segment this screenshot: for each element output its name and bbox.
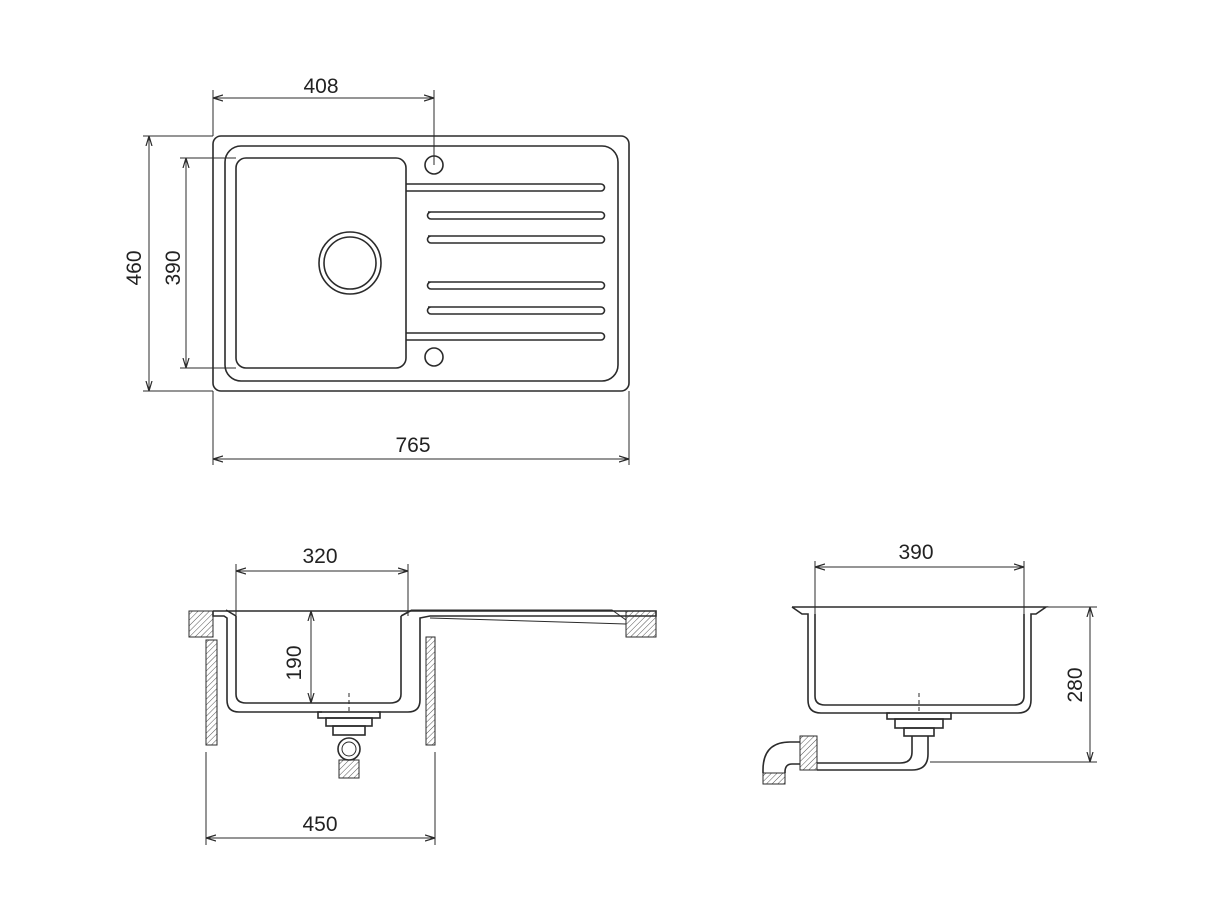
dim-label-280: 280 bbox=[1064, 667, 1087, 702]
cabinet-wall-left bbox=[205, 639, 218, 746]
dim-390-top: 390 bbox=[162, 157, 236, 369]
front-section-view: 320 190 450 bbox=[188, 545, 657, 845]
dim-408: 408 bbox=[212, 75, 435, 165]
drain-inner bbox=[323, 236, 377, 290]
sink-profile-outer bbox=[212, 610, 657, 713]
side-section-view: 390 280 bbox=[762, 541, 1097, 785]
sink-profile-inner bbox=[225, 609, 413, 704]
sink-inner-rim bbox=[224, 145, 619, 382]
dim-765: 765 bbox=[212, 391, 630, 465]
dim-390-side: 390 bbox=[814, 541, 1025, 614]
dim-label-408: 408 bbox=[303, 75, 338, 98]
dim-190: 190 bbox=[283, 611, 311, 703]
dim-label-390-top: 390 bbox=[162, 250, 185, 285]
side-drain-trap bbox=[762, 693, 952, 785]
front-drain-assembly bbox=[317, 693, 381, 779]
top-view: 408 460 390 765 bbox=[123, 75, 630, 465]
dim-label-320: 320 bbox=[302, 545, 337, 568]
dim-label-450: 450 bbox=[302, 813, 337, 836]
countertop-left bbox=[188, 610, 214, 638]
dim-280: 280 bbox=[930, 606, 1097, 763]
drainer-profile bbox=[412, 609, 627, 637]
dim-320: 320 bbox=[235, 545, 409, 616]
bowl-outline bbox=[235, 157, 407, 369]
dim-label-390-side: 390 bbox=[898, 541, 933, 564]
sink-outline bbox=[212, 135, 630, 392]
cabinet-wall-right bbox=[425, 636, 436, 746]
countertop-right bbox=[625, 610, 657, 638]
side-profile-inner bbox=[814, 614, 1025, 706]
dim-label-190: 190 bbox=[283, 645, 306, 680]
side-profile-outer bbox=[791, 606, 1049, 714]
dim-label-765: 765 bbox=[395, 434, 430, 457]
tap-hole-bottom bbox=[424, 347, 444, 367]
drainer-ribs bbox=[406, 183, 606, 341]
drain-outer bbox=[318, 231, 382, 295]
dim-460: 460 bbox=[123, 135, 213, 392]
dim-label-460: 460 bbox=[123, 250, 146, 285]
dim-450: 450 bbox=[205, 752, 436, 845]
